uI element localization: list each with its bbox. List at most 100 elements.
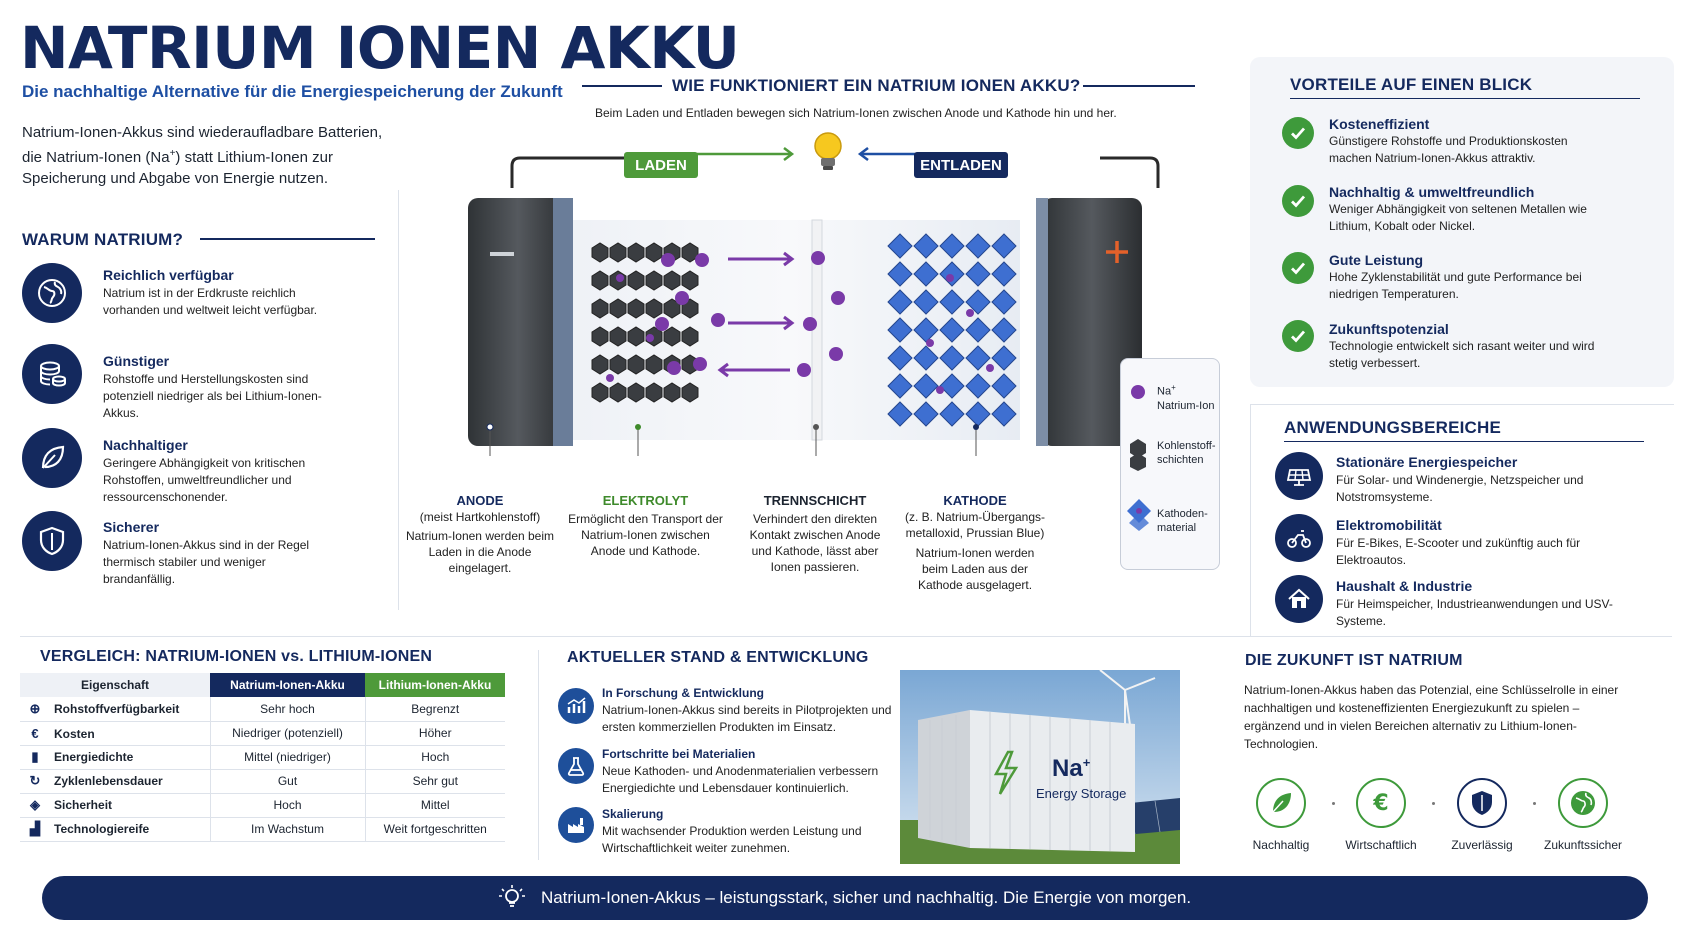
column-header: Natrium-Ionen-Akku (210, 673, 365, 697)
application-title: Elektromobilität (1336, 517, 1442, 533)
globe-icon (22, 263, 82, 323)
check-icon (1282, 320, 1314, 352)
euro-icon: € (1356, 778, 1406, 828)
cathode-material-icon (1127, 499, 1151, 531)
why-item-title: Reichlich verfügbar (103, 267, 234, 283)
table-row: ⊕Rohstoffverfügbarkeit Sehr hoch Begrenz… (20, 697, 505, 722)
battery-icon: ▮ (31, 749, 39, 764)
advantage-text: Technologie entwickelt sich rasant weite… (1329, 339, 1595, 370)
chart-icon (558, 688, 594, 724)
flask-icon (558, 748, 594, 784)
how-heading-rule-left (582, 85, 662, 87)
application-title: Haushalt & Industrie (1336, 578, 1473, 594)
footer-banner: Natrium-Ionen-Akkus – leistungsstark, si… (42, 876, 1648, 920)
future-text: Natrium-Ionen-Akkus haben das Potenzial,… (1244, 683, 1619, 751)
check-icon (1282, 117, 1314, 149)
discharge-label: ENTLADEN (914, 152, 1008, 178)
why-heading: WARUM NATRIUM? (22, 230, 184, 249)
why-heading-rule (200, 238, 375, 240)
development-title: Fortschritte bei Materialien (602, 747, 756, 761)
growth-chart-icon: ▟ (30, 821, 40, 836)
coins-icon (22, 344, 82, 404)
why-item-title: Sicherer (103, 519, 160, 535)
future-panel (1224, 640, 1674, 865)
container-energy-storage-label: Energy Storage (1036, 786, 1127, 801)
advantage-title: Gute Leistung (1329, 252, 1424, 268)
globe-icon: ⊕ (29, 700, 41, 716)
application-title: Stationäre Energiespeicher (1336, 454, 1518, 470)
advantages-heading-rule (1290, 98, 1640, 99)
development-title: Skalierung (602, 807, 664, 821)
future-heading: DIE ZUKUNFT IST NATRIUM (1245, 652, 1463, 669)
why-item-text: Geringere Abhängigkeit von kritischen Ro… (103, 456, 306, 504)
sodium-ion-icon (1131, 385, 1145, 399)
advantage-title: Zukunftspotenzial (1329, 321, 1449, 337)
energy-storage-container-illustration (900, 670, 1180, 864)
electrolyte-text: Ermöglicht den Transport der Natrium-Ion… (568, 512, 723, 558)
electrolyte-label: ELEKTROLYT (602, 493, 689, 508)
comparison-table: Eigenschaft Natrium-Ionen-Akku Lithium-I… (20, 673, 505, 842)
table-row: €Kosten Niedriger (potenziell) Höher (20, 721, 505, 746)
check-icon (1282, 252, 1314, 284)
development-title: In Forschung & Entwicklung (602, 686, 764, 700)
charge-label: LADEN (624, 152, 698, 178)
sodium-ions (606, 251, 994, 394)
anode-text: Natrium-Ionen werden beim Laden in die A… (405, 529, 555, 575)
page-title: NATRIUM IONEN AKKU (20, 14, 740, 82)
factory-icon (558, 807, 594, 843)
svg-text:€: € (1372, 791, 1388, 816)
scooter-icon (1275, 514, 1323, 562)
minus-sign (490, 252, 514, 256)
container-na-label: Na+ (1052, 755, 1091, 782)
applications-heading-rule (1284, 441, 1644, 442)
intro-text: Natrium-Ionen-Akkus sind wiederaufladbar… (22, 124, 383, 187)
applications-top-rule (1250, 404, 1674, 405)
shield-icon (1457, 778, 1507, 828)
why-item-text: Natrium-Ionen-Akkus sind in der Regel th… (103, 538, 310, 586)
application-text: Für Heimspeicher, Industrieanwendungen u… (1336, 597, 1613, 628)
how-heading: WIE FUNKTIONIERT EIN NATRIUM IONEN AKKU? (672, 76, 1081, 95)
why-item-text: Natrium ist in der Erdkruste reichlich v… (103, 286, 318, 317)
application-text: Für Solar- und Windenergie, Netzspeicher… (1336, 473, 1584, 504)
light-bulb-icon (814, 132, 842, 170)
diagram-legend: Na+Natrium-Ion Kohlenstoff-schichten Kat… (1120, 358, 1220, 570)
future-icon-label: Wirtschaftlich (1345, 838, 1417, 852)
separator-dot (1332, 802, 1335, 805)
euro-icon: € (31, 725, 39, 741)
cathode-sub: (z. B. Natrium-Übergangs-metalloxid, Pru… (904, 510, 1046, 540)
plus-sign (1106, 241, 1128, 263)
why-item-text: Rohstoffe und Herstellungskosten sind po… (103, 372, 322, 420)
cycle-icon: ↻ (29, 773, 41, 788)
comparison-heading: VERGLEICH: NATRIUM-IONEN vs. LITHIUM-ION… (40, 648, 433, 665)
advantage-text: Hohe Zyklenstabilität und gute Performan… (1329, 270, 1582, 301)
cathode-label: KATHODE (943, 493, 1007, 508)
advantage-text: Weniger Abhängigkeit von seltenen Metall… (1329, 202, 1587, 233)
charge-arrow (696, 147, 795, 161)
column-divider (398, 190, 399, 610)
section-divider (20, 636, 1672, 637)
table-row: ◈Sicherheit Hoch Mittel (20, 793, 505, 818)
carbon-layer-icon (1130, 439, 1146, 471)
cathode-crystal (887, 233, 1017, 427)
how-heading-rule-right (1083, 85, 1195, 87)
how-subtitle: Beim Laden und Entladen bewegen sich Nat… (595, 106, 1117, 120)
development-text: Natrium-Ionen-Akkus sind bereits in Pilo… (602, 703, 892, 734)
why-item-title: Günstiger (103, 353, 170, 369)
table-row: ↻Zyklenlebensdauer Gut Sehr gut (20, 769, 505, 794)
why-item-title: Nachhaltiger (103, 437, 188, 453)
separator-dot (1432, 802, 1435, 805)
ion-flow-arrows (717, 251, 795, 378)
future-icon-label: Nachhaltig (1252, 838, 1310, 852)
advantage-title: Kosteneffizient (1329, 116, 1430, 132)
solar-panel-icon (1275, 452, 1323, 500)
table-row: ▮Energiedichte Mittel (niedriger) Hoch (20, 745, 505, 770)
light-bulb-icon (498, 885, 525, 907)
separator-dot (1533, 802, 1536, 805)
shield-icon (22, 511, 82, 571)
future-icon-label: Zukunftssicher (1543, 838, 1623, 852)
column-header: Lithium-Ionen-Akku (365, 673, 505, 697)
advantage-title: Nachhaltig & umweltfreundlich (1329, 184, 1535, 200)
house-icon (1275, 575, 1323, 623)
application-text: Für E-Bikes, E-Scooter und zukünftig auc… (1336, 536, 1581, 567)
leaf-icon (22, 428, 82, 488)
